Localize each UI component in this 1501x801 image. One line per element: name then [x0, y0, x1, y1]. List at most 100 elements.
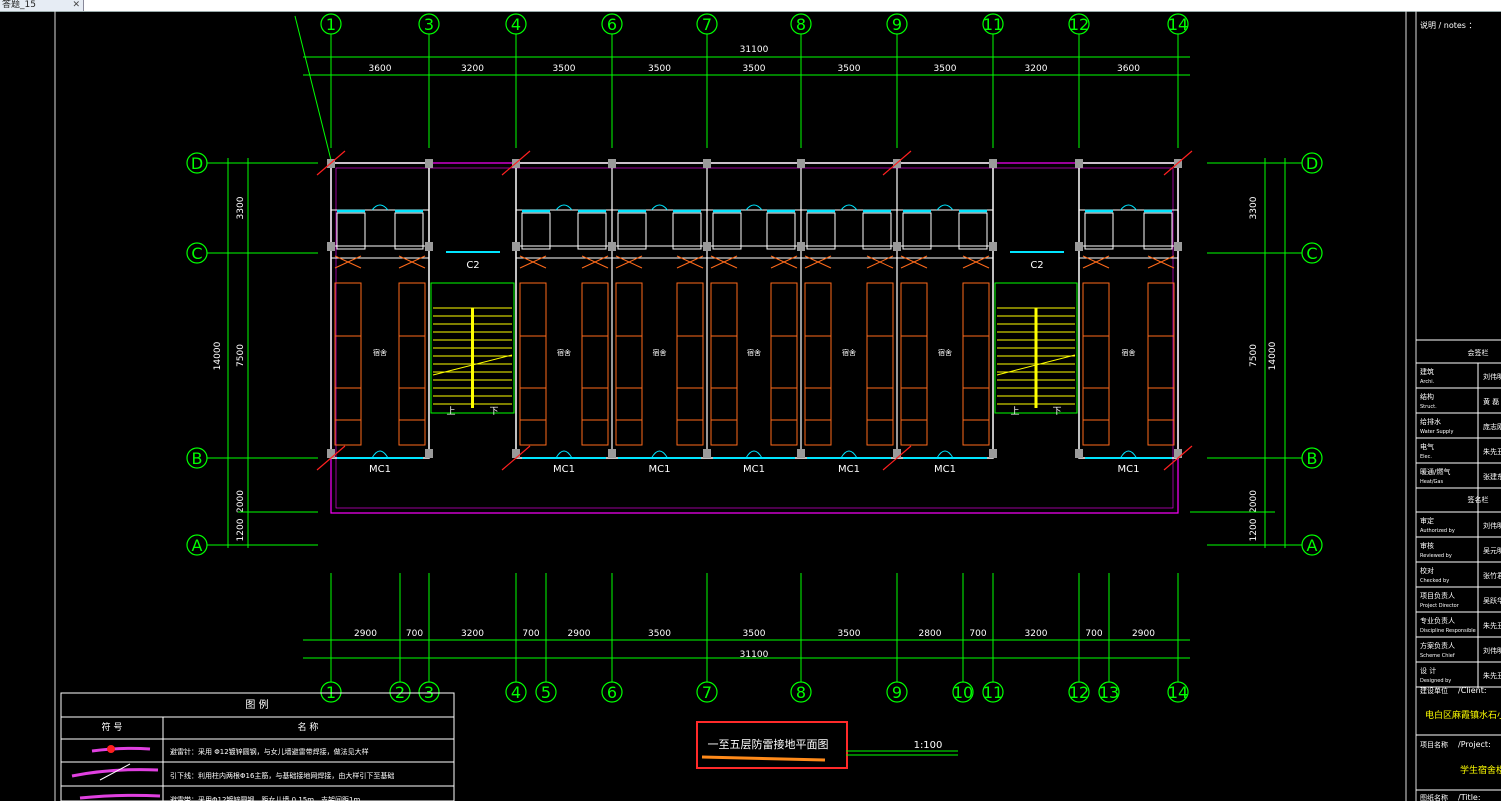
- stair-break: [432, 354, 513, 376]
- bed-left: [900, 282, 928, 446]
- door-arc: [555, 204, 573, 211]
- tb-client-value: 电白区麻霞镇水石小学: [1425, 709, 1501, 721]
- dim-bottom-span: 700: [969, 629, 986, 639]
- close-icon[interactable]: ✕: [72, 0, 80, 10]
- axis-row-left-C-label: C: [191, 244, 202, 263]
- dim-bottom-span: 700: [522, 629, 539, 639]
- legend-symbol-rod: [91, 746, 151, 753]
- legend-col-name: 名 称: [298, 721, 319, 733]
- stair-down-label: 下: [1052, 407, 1061, 417]
- storage-x: [615, 255, 643, 269]
- storage-x: [1082, 255, 1110, 269]
- tb-role-name: 张竹君: [1483, 571, 1501, 580]
- dim-bottom-span: 2900: [568, 629, 591, 639]
- axis-bottom-13-label: 13: [1099, 683, 1119, 702]
- tb-role-cn: 暖通/燃气: [1420, 467, 1450, 476]
- storage-x: [710, 255, 738, 269]
- bathroom: [958, 212, 988, 250]
- dim-top-total: 31100: [740, 45, 769, 55]
- stair-down-label: 下: [489, 407, 498, 417]
- structural-column: [703, 159, 711, 168]
- bed-left: [804, 282, 832, 446]
- door-arc: [840, 204, 858, 211]
- document-tab-bar: 答题_15 ✕: [0, 0, 1501, 12]
- stair-right-stair-well: [994, 282, 1078, 414]
- title-underline: [701, 755, 826, 762]
- dim-bottom-span: 3200: [461, 629, 484, 639]
- axis-top-3-label: 3: [424, 15, 434, 34]
- tb-role-name: 黄 磊: [1483, 397, 1499, 406]
- stair-up-label: 上: [1010, 406, 1019, 417]
- dim-top-span: 3500: [648, 64, 671, 74]
- legend-symbol-dot: [107, 745, 115, 753]
- tb-role-en: Scheme Chief: [1420, 653, 1455, 659]
- dim-top-span: 3500: [743, 64, 766, 74]
- tb-role-cn: 审定: [1420, 516, 1434, 525]
- bed-left: [519, 282, 547, 446]
- tb-role-en: Checked by: [1420, 578, 1449, 584]
- bed-right: [581, 282, 609, 446]
- tb-role-cn: 校对: [1420, 566, 1434, 575]
- axis-row-left-D-label: D: [191, 154, 203, 173]
- dim-right-span: 7500: [1249, 344, 1259, 367]
- tb-client-label: 建设单位: [1420, 686, 1448, 695]
- axis-bottom-5-label: 5: [541, 683, 551, 702]
- tb-role-name: 庞志刚: [1483, 422, 1501, 431]
- structural-column: [1075, 159, 1083, 168]
- storage-x: [334, 255, 362, 269]
- door-arc: [936, 204, 954, 211]
- door-arc: [1120, 204, 1137, 211]
- tb-role-name: 张建东: [1483, 472, 1501, 481]
- storage-x: [770, 255, 798, 269]
- storage-x: [962, 255, 990, 269]
- structural-column: [425, 449, 433, 458]
- structural-column: [512, 242, 520, 251]
- structural-column: [703, 449, 711, 458]
- tb-role-name: 朱先丑: [1483, 447, 1501, 456]
- bathroom: [862, 212, 892, 250]
- tb-role-en: Reviewed by: [1420, 553, 1452, 559]
- drawing-title: 一至五层防雷接地平面图: [708, 737, 829, 751]
- bathroom: [1084, 212, 1114, 250]
- bathroom: [521, 212, 551, 250]
- dim-bottom-span: 700: [1085, 629, 1102, 639]
- dim-bottom-span: 2800: [919, 629, 942, 639]
- structural-column: [989, 449, 997, 458]
- dim-top-span: 3200: [1025, 64, 1048, 74]
- legend-row-text: 避雷针：采用 Φ12镀锌圆钢，与女儿墙避雷带焊接，做法见大样: [170, 747, 369, 756]
- tb-role-cn: 电气: [1420, 442, 1434, 451]
- building-block-outline: [1078, 162, 1179, 459]
- dim-bottom-total: 31100: [740, 650, 769, 660]
- door-label-mc1: MC1: [553, 464, 575, 475]
- down-conductor-mark: [316, 445, 346, 471]
- storage-x: [581, 255, 609, 269]
- structural-column: [797, 159, 805, 168]
- door-label-mc1: MC1: [838, 464, 860, 475]
- structural-column: [327, 242, 335, 251]
- legend-row-text: 避雷带：采用Φ12镀锌圆钢，距女儿墙 0.15m，支架间距1m: [170, 795, 360, 801]
- axis-top-11-label: 11: [983, 15, 1003, 34]
- dim-bottom-span: 3500: [743, 629, 766, 639]
- stair-break: [996, 354, 1076, 376]
- structural-column: [425, 242, 433, 251]
- dim-bottom-span: 3500: [838, 629, 861, 639]
- tb-role-en: Struct.: [1420, 404, 1437, 410]
- tb-role-cn: 项目负责人: [1420, 591, 1455, 600]
- structural-column: [797, 242, 805, 251]
- axis-top-8-label: 8: [796, 15, 806, 34]
- room-label: 宿舍: [938, 348, 952, 357]
- door-arc: [371, 450, 389, 459]
- axis-bottom-10-label: 10: [953, 683, 973, 702]
- down-conductor-mark: [501, 445, 531, 471]
- dim-right-span: 2000: [1249, 490, 1259, 513]
- drawing-tab[interactable]: 答题_15 ✕: [0, 0, 84, 11]
- bed-left: [710, 282, 738, 446]
- down-conductor-mark: [316, 150, 346, 176]
- structural-column: [425, 159, 433, 168]
- bathroom: [712, 212, 742, 250]
- door-arc: [840, 450, 858, 459]
- bed-left: [615, 282, 643, 446]
- tb-project-label: 项目名称: [1420, 740, 1448, 749]
- lightning-belt-inner: [335, 167, 1174, 509]
